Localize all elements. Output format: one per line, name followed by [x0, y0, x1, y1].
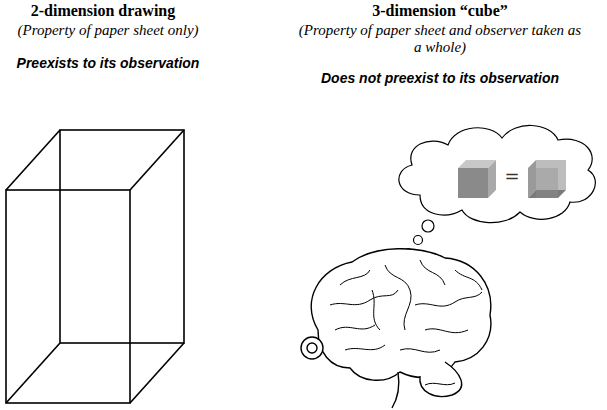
gray-cube	[528, 160, 566, 198]
column-title: 3-dimension “cube”	[290, 2, 590, 20]
column-note: Does not preexist to its observation	[290, 70, 590, 86]
column-subtitle: (Property of paper sheet only)	[3, 22, 213, 39]
equals-sign: =	[500, 166, 524, 187]
gray-cube	[458, 160, 496, 198]
necker-cube	[6, 130, 184, 403]
column-title: 2-dimension drawing	[3, 2, 203, 20]
column-note: Preexists to its observation	[3, 55, 213, 71]
brain	[301, 249, 491, 408]
column-subtitle: (Property of paper sheet and observer ta…	[295, 22, 585, 57]
thought-cloud	[398, 125, 596, 264]
